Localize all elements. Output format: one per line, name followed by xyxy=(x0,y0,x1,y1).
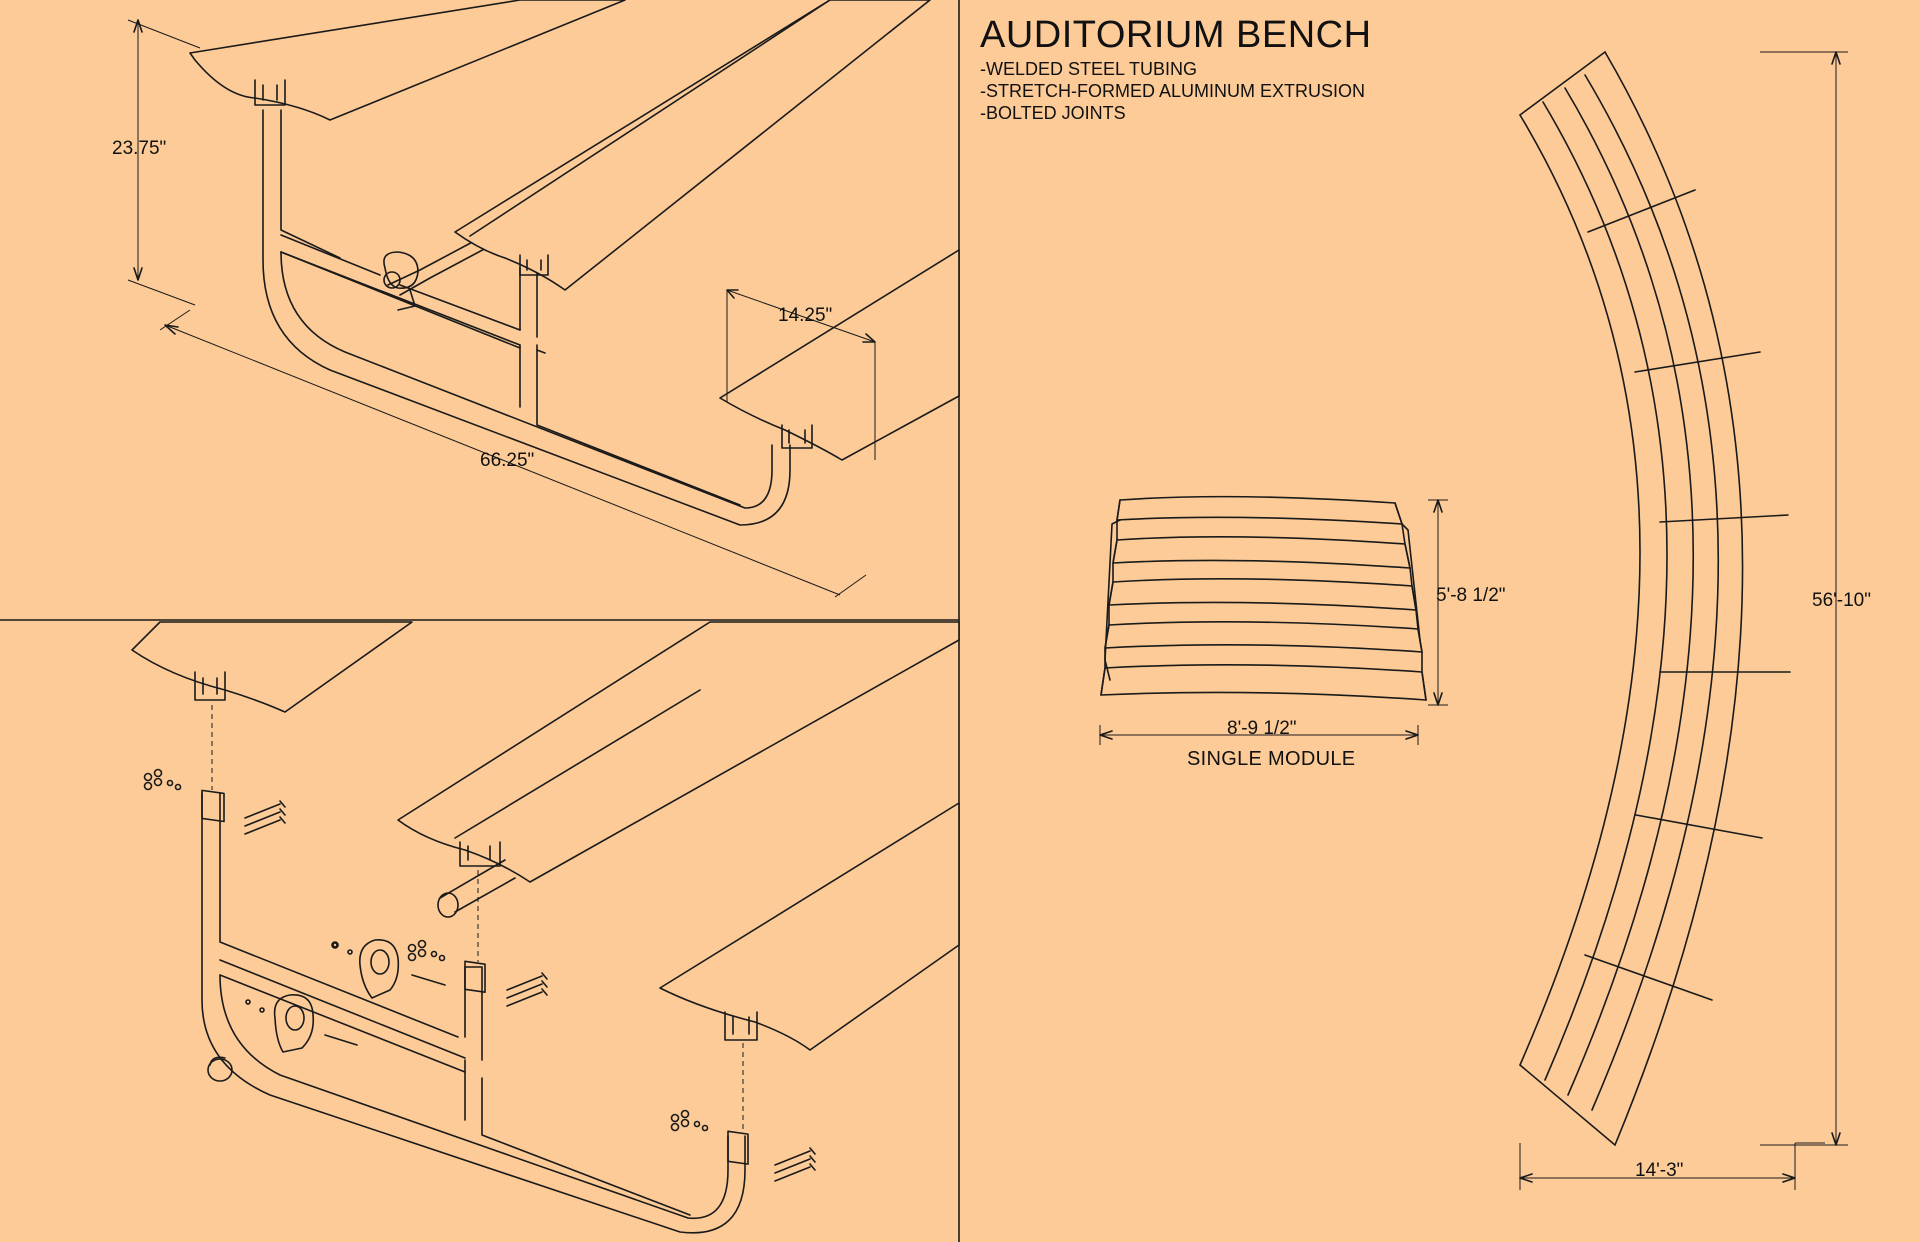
curved-row-5 xyxy=(1604,51,1744,1146)
module-depth-dimension-label: 5'-8 1/2" xyxy=(1436,585,1506,606)
dimension-height xyxy=(127,19,201,306)
exploded-seat-slat-front xyxy=(659,802,960,1051)
exploded-seat-slat-back xyxy=(131,621,413,713)
single-module-plan xyxy=(1099,495,1448,745)
material-notes: -WELDED STEEL TUBING -STRETCH-FORMED ALU… xyxy=(980,58,1365,124)
assembled-brackets xyxy=(254,79,813,449)
dimension-module-depth xyxy=(1428,499,1448,706)
module-slat-4 xyxy=(1104,621,1423,653)
single-module-caption: SINGLE MODULE xyxy=(1187,748,1356,770)
curved-layout-plan xyxy=(1519,51,1848,1190)
assembled-seat-slat-middle xyxy=(454,0,931,291)
assembled-seat-slat-front xyxy=(719,249,960,461)
fasteners xyxy=(143,768,816,1182)
seat-depth-dimension-label: 14.25" xyxy=(778,305,833,326)
note-bolted-joints: -BOLTED JOINTS xyxy=(980,103,1126,123)
height-dimension-label: 23.75" xyxy=(112,138,167,159)
exploded-frame xyxy=(201,789,749,1234)
dimension-overall-length xyxy=(1760,51,1848,1146)
overall-depth-dimension-label: 14'-3" xyxy=(1635,1160,1684,1181)
module-slat-1 xyxy=(1116,495,1403,525)
curved-row-4 xyxy=(1584,74,1720,1111)
assembled-frame xyxy=(262,109,791,526)
exploded-seat-slat-middle xyxy=(397,621,960,883)
exploded-brackets xyxy=(194,671,758,1041)
dimension-overall-depth xyxy=(1519,1142,1825,1190)
dimension-seat-depth xyxy=(726,289,876,460)
module-slat-2 xyxy=(1112,536,1411,569)
dimension-module-width xyxy=(1099,725,1419,745)
drawing-title: AUDITORIUM BENCH xyxy=(980,14,1372,56)
assembled-bench-isometric xyxy=(127,0,960,598)
module-slat-3 xyxy=(1108,578,1417,611)
overall-length-dimension-label: 56'-10" xyxy=(1812,590,1871,611)
note-aluminum-extrusion: -STRETCH-FORMED ALUMINUM EXTRUSION xyxy=(980,81,1366,101)
module-width-dimension-label: 8'-9 1/2" xyxy=(1227,718,1297,739)
curved-row-1 xyxy=(1519,114,1641,1066)
exploded-bench-isometric xyxy=(131,621,960,1234)
module-slat-5 xyxy=(1100,664,1427,701)
dimension-length xyxy=(159,309,867,598)
curved-row-3 xyxy=(1564,87,1694,1096)
curved-row-2 xyxy=(1542,101,1668,1081)
length-dimension-label: 66.25" xyxy=(480,450,535,471)
note-steel-tubing: -WELDED STEEL TUBING xyxy=(980,59,1198,79)
curved-module-joints xyxy=(1584,189,1791,1001)
